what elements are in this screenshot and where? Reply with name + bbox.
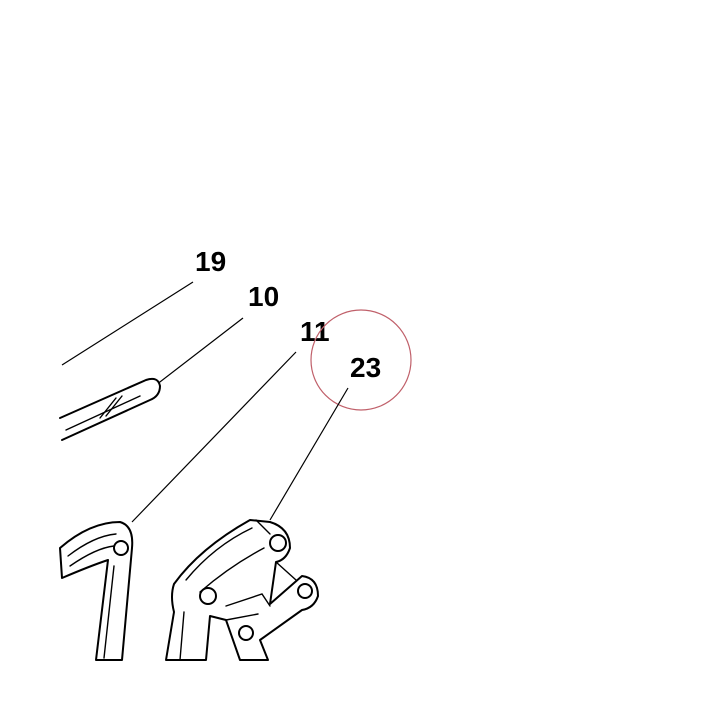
highlight-ring-23 — [310, 309, 412, 411]
callout-label-10: 10 — [248, 281, 279, 312]
callout-label-23: 23 — [350, 352, 381, 383]
callout-23[interactable]: 23 — [269, 309, 412, 521]
callout-label-19: 19 — [195, 246, 226, 277]
leader-line-23 — [269, 387, 349, 521]
callout-19[interactable]: 19 — [61, 246, 226, 366]
gasket-frame-part — [59, 521, 134, 661]
rod-part — [59, 377, 161, 441]
leader-line-19 — [61, 281, 194, 366]
leader-line-10 — [155, 317, 244, 386]
callout-11[interactable]: 11 — [131, 316, 330, 523]
bracket-part — [165, 519, 319, 661]
callout-10[interactable]: 10 — [155, 281, 279, 386]
leader-line-11 — [131, 351, 297, 523]
